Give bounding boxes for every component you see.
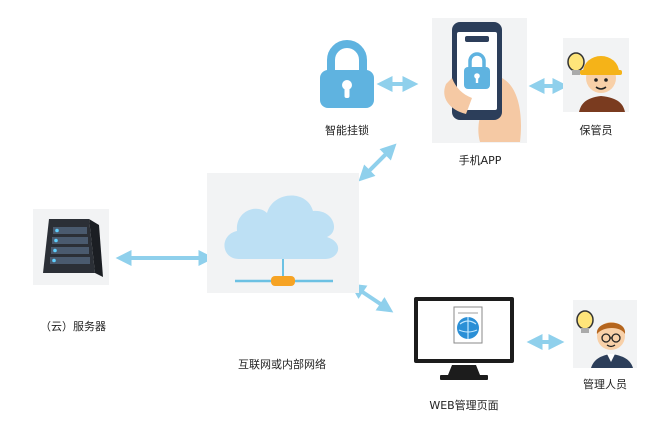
server-node (33, 209, 109, 285)
arrow-cloud-web (349, 283, 394, 313)
monitor-globe-icon (414, 297, 514, 380)
cloud-network-icon (224, 195, 339, 286)
server-label: （云）服务器 (40, 320, 106, 333)
smart-lock-node (316, 38, 378, 110)
worker-with-helmet-icon (567, 52, 625, 112)
keeper-label: 保管员 (579, 124, 613, 137)
arrow-cloud-app (358, 143, 397, 182)
manager-with-bulb-icon (576, 310, 633, 368)
web-page-node (412, 295, 516, 383)
admin-node (573, 300, 637, 368)
admin-label: 管理人员 (583, 378, 627, 391)
web-page-label: WEB管理页面 (429, 399, 499, 412)
cloud-network-label: 互联网或内部网络 (238, 358, 326, 371)
smart-lock-label: 智能挂锁 (325, 124, 369, 137)
padlock-icon (320, 40, 374, 108)
server-icon (43, 219, 103, 277)
cloud-network-node (207, 173, 359, 293)
smartphone-lock-icon (444, 22, 521, 142)
keeper-node (563, 38, 629, 112)
mobile-app-node (432, 18, 527, 143)
mobile-app-label: 手机APP (458, 154, 502, 167)
